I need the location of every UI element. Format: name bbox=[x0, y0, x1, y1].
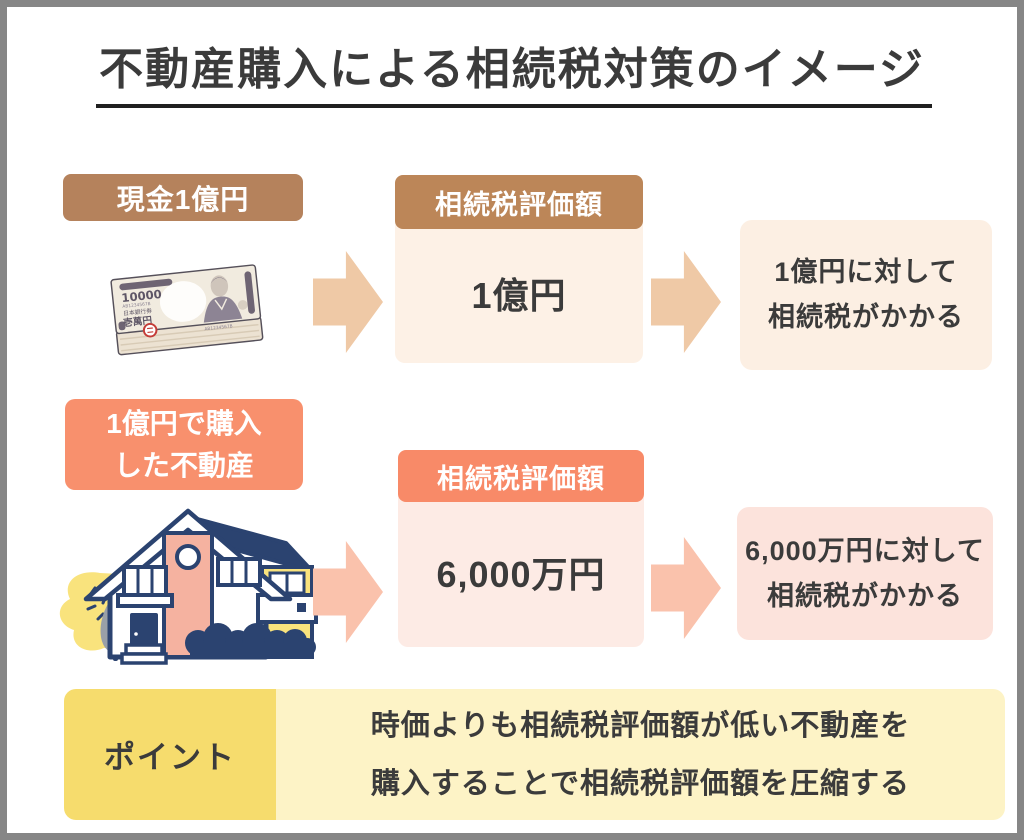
house-icon bbox=[59, 508, 318, 665]
title-underline bbox=[96, 104, 932, 108]
cash-result-line2: 相続税がかかる bbox=[768, 302, 964, 332]
point-text: 時価よりも相続税評価額が低い不動産を 購入することで相続税評価額を圧縮する bbox=[276, 689, 1005, 820]
money-stack-icon: 10000 AB1234567B 日本銀行券 壱萬円 AB1234567B bbox=[110, 264, 264, 356]
right-arrow-icon bbox=[313, 541, 383, 643]
cash-valuation-box: 相続税評価額 1億円 bbox=[395, 175, 643, 363]
property-result-box: 6,000万円に対して 相続税がかかる bbox=[737, 507, 993, 640]
cash-result-line1: 1億円に対して bbox=[774, 257, 958, 288]
svg-text:10000: 10000 bbox=[121, 287, 163, 305]
svg-text:AB1234567B: AB1234567B bbox=[122, 301, 151, 310]
property-label: 1億円で購入 した不動産 bbox=[65, 399, 303, 490]
point-text-line2: 購入することで相続税評価額を圧縮する bbox=[370, 767, 911, 800]
cash-valuation-value: 1億円 bbox=[395, 223, 643, 363]
property-result-line2: 相続税がかかる bbox=[767, 580, 963, 611]
page-title: 不動産購入による相続税対策のイメージ bbox=[99, 45, 925, 94]
cash-label-text: 現金1億円 bbox=[116, 183, 250, 215]
property-valuation-box: 相続税評価額 6,000万円 bbox=[398, 450, 644, 647]
cash-label: 現金1億円 bbox=[63, 174, 303, 221]
property-label-line1: 1億円で購入 bbox=[106, 407, 262, 439]
cash-result-box: 1億円に対して 相続税がかかる bbox=[740, 220, 992, 370]
svg-text:AB1234567B: AB1234567B bbox=[204, 323, 233, 332]
right-arrow-icon bbox=[313, 251, 383, 353]
point-label: ポイント bbox=[64, 689, 276, 820]
point-text-line1: 時価よりも相続税評価額が低い不動産を bbox=[370, 709, 911, 742]
right-arrow-icon bbox=[651, 537, 721, 639]
point-box: ポイント 時価よりも相続税評価額が低い不動産を 購入することで相続税評価額を圧縮… bbox=[64, 689, 1005, 820]
right-arrow-icon bbox=[651, 251, 721, 353]
property-result-line1: 6,000万円に対して bbox=[745, 535, 985, 566]
property-label-line2: した不動産 bbox=[113, 449, 254, 481]
cash-valuation-header: 相続税評価額 bbox=[395, 175, 643, 229]
property-valuation-value: 6,000万円 bbox=[398, 496, 644, 647]
svg-text:日本銀行券: 日本銀行券 bbox=[123, 307, 153, 318]
property-valuation-header: 相続税評価額 bbox=[398, 450, 644, 502]
